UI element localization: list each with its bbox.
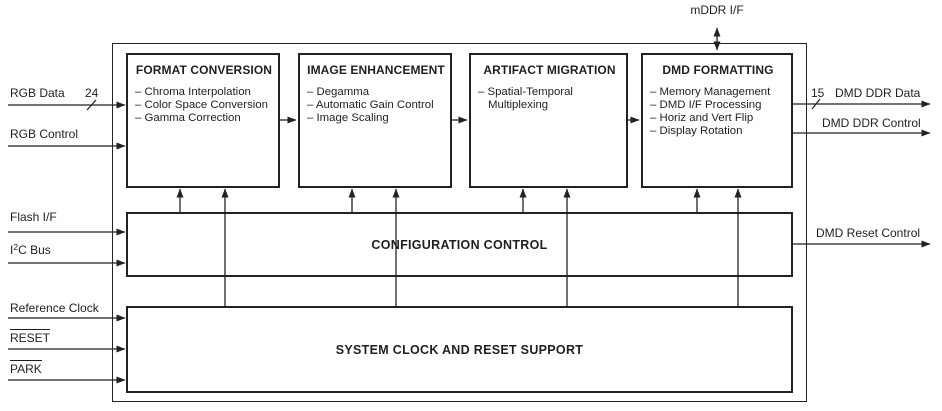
dmd-reset-control-label: DMD Reset Control [816, 226, 921, 240]
bar-title: SYSTEM CLOCK AND RESET SUPPORT [335, 342, 584, 357]
block-title: DMD FORMATTING [662, 63, 774, 77]
bar-title: CONFIGURATION CONTROL [371, 237, 548, 252]
park-label: PARK [10, 360, 42, 376]
block-feature-item: – Automatic Gain Control [307, 99, 434, 111]
reset-label: RESET [10, 329, 51, 345]
block-feature-item: – Memory Management [650, 86, 771, 98]
dmd-ddr-control-label: DMD DDR Control [822, 116, 921, 130]
block-title: FORMAT CONVERSION [135, 63, 273, 77]
flash-if-label: Flash I/F [10, 210, 57, 224]
block-artifact-migration: ARTIFACT MIGRATION – Spatial-Temporal Mu… [469, 53, 628, 188]
block-feature-list: – Memory Management – DMD I/F Processing… [650, 86, 786, 138]
i2c-superscript: 2 [13, 242, 19, 252]
block-title: ARTIFACT MIGRATION [483, 63, 616, 77]
reference-clock-label: Reference Clock [10, 301, 99, 315]
block-image-enhancement: IMAGE ENHANCEMENT – Degamma – Automatic … [298, 53, 452, 188]
chip-boundary [112, 43, 807, 402]
configuration-control-bar: CONFIGURATION CONTROL [126, 212, 793, 277]
block-feature-item: – Display Rotation [650, 125, 743, 137]
block-feature-list: – Degamma – Automatic Gain Control – Ima… [307, 86, 445, 125]
block-feature-item: – Horiz and Vert Flip [650, 112, 754, 124]
i2c-bus-label: I2C Bus [10, 242, 51, 257]
rgb-data-bus-width: 24 [85, 86, 99, 100]
mddr-if-label: mDDR I/F [690, 3, 744, 17]
block-feature-item: – Image Scaling [307, 112, 389, 124]
block-feature-item: – Color Space Conversion [135, 99, 268, 111]
block-feature-item: – Gamma Correction [135, 112, 241, 124]
rgb-data-bus-slash [86, 99, 97, 111]
dmd-ddr-data-label: DMD DDR Data [835, 86, 921, 100]
block-feature-item: – Degamma [307, 86, 370, 98]
block-feature-list: – Spatial-Temporal Multiplexing [478, 86, 621, 112]
block-feature-item: – DMD I/F Processing [650, 99, 762, 111]
rgb-data-label: RGB Data [10, 86, 65, 100]
block-feature-item: – Spatial-Temporal Multiplexing [478, 86, 573, 111]
block-feature-list: – Chroma Interpolation – Color Space Con… [135, 86, 273, 125]
block-title: IMAGE ENHANCEMENT [307, 63, 445, 77]
block-dmd-formatting: DMD FORMATTING – Memory Management – DMD… [641, 53, 793, 188]
block-feature-item: – Chroma Interpolation [135, 86, 251, 98]
system-clock-bar: SYSTEM CLOCK AND RESET SUPPORT [126, 306, 793, 393]
dmd-ddr-data-bus-width: 15 [811, 86, 825, 100]
block-format-conversion: FORMAT CONVERSION – Chroma Interpolation… [126, 53, 280, 188]
dmd-ddr-data-bus-slash [811, 98, 821, 110]
rgb-control-label: RGB Control [10, 127, 79, 141]
